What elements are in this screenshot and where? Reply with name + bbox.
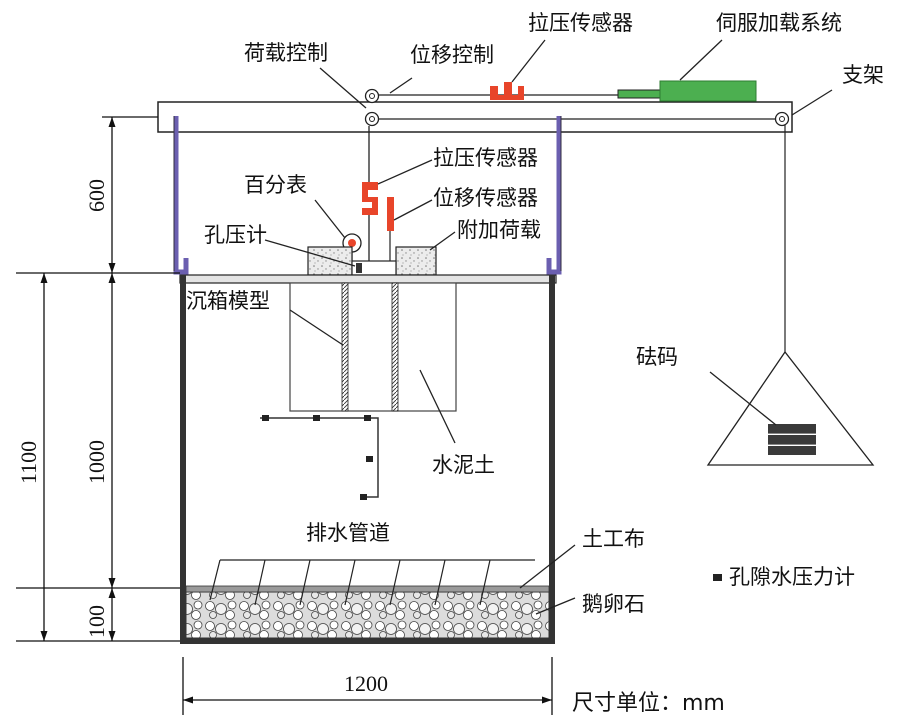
- caisson-model: [289, 282, 457, 412]
- weight-block-1: [768, 424, 816, 433]
- pebble-layer: [185, 591, 550, 639]
- top-beam: [157, 101, 793, 133]
- tension-sensor-mid-icon: [362, 182, 378, 215]
- weight-block-3: [768, 446, 816, 455]
- weight-block-2: [768, 435, 816, 444]
- drain-pipes: [209, 559, 535, 606]
- pore-gauge-line: [260, 417, 379, 498]
- caisson-wall-left: [341, 282, 349, 412]
- caisson-wall-right: [391, 282, 399, 412]
- extra-load-right: [395, 246, 437, 276]
- pore-gauge: [366, 456, 373, 462]
- pore-gauge: [364, 415, 371, 421]
- label-geotextile: 土工布: [582, 527, 645, 551]
- label-caisson-model: 沉箱模型: [186, 289, 270, 313]
- extra-load-left: [307, 246, 353, 276]
- label-weight: 砝码: [636, 345, 678, 369]
- label-soil: 水泥土: [432, 453, 495, 477]
- legend-pore-label: 孔隙水压力计: [729, 565, 855, 589]
- geotextile-layer: [185, 585, 550, 593]
- tension-sensor-top-icon: [490, 82, 524, 100]
- unit-label: 尺寸单位：mm: [572, 691, 725, 716]
- servo-rod: [617, 89, 661, 99]
- pore-gauge: [360, 494, 367, 500]
- dim-1000: 1000: [84, 440, 109, 484]
- label-tension-sensor-top: 拉压传感器: [528, 11, 633, 35]
- label-dial-gauge: 百分表: [244, 173, 307, 197]
- dimension-lines: [16, 116, 553, 715]
- dim-600: 600: [84, 179, 109, 212]
- dim-1200: 1200: [344, 671, 388, 696]
- legend-pore-icon: [713, 574, 722, 581]
- dim-1100: 1100: [16, 441, 41, 484]
- label-drain-pipe: 排水管道: [306, 521, 390, 545]
- label-disp-sensor: 位移传感器: [433, 186, 538, 210]
- pore-gauge: [313, 415, 320, 421]
- leader-lines: [264, 39, 833, 615]
- label-pebbles: 鹅卵石: [582, 592, 645, 616]
- label-extra-load: 附加荷载: [457, 218, 541, 242]
- soil-surface-bar: [179, 274, 557, 284]
- label-load-control: 荷载控制: [244, 41, 328, 65]
- tank-wall: [180, 272, 555, 644]
- servo-system-block: [659, 80, 757, 102]
- weight-pan: [706, 350, 875, 466]
- disp-sensor-icon: [387, 197, 394, 231]
- dimension-arrows: [40, 117, 552, 704]
- pore-gauge: [262, 415, 269, 421]
- frame-leg-right: [546, 116, 562, 275]
- label-disp-control: 位移控制: [410, 43, 494, 67]
- label-frame: 支架: [842, 63, 884, 87]
- dim-100: 100: [84, 605, 109, 638]
- label-servo-system: 伺服加载系统: [716, 11, 842, 35]
- frame-leg-left: [173, 116, 189, 275]
- label-tension-sensor-mid: 拉压传感器: [433, 146, 538, 170]
- label-pore-meter: 孔压计: [204, 223, 267, 247]
